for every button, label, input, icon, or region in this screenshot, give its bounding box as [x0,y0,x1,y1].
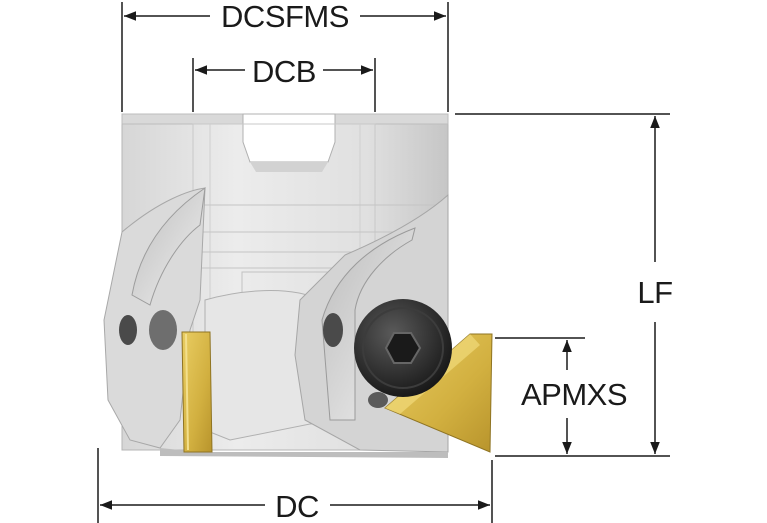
label-dc: DC [275,489,319,523]
coolant-hole-right [323,313,343,347]
relief-hole [368,392,388,408]
left-insert [181,331,213,453]
key-slot [242,113,336,163]
coolant-hole-left [119,315,137,345]
bottom-chamfer [160,448,448,458]
left-pocket [131,186,206,306]
label-dcb: DCB [252,54,316,89]
clamp-screw [354,299,452,397]
left-insert-edge [185,333,189,451]
dimension-lines [97,2,670,523]
dimension-labels: DCSFMS DCB LF APMXS DC [221,0,673,523]
screw-rim [362,307,444,389]
key-slot-shade [250,162,328,172]
right-pocket [321,227,416,421]
coolant-hole-left-inner [149,310,177,350]
hex-socket-icon [384,332,422,364]
label-dcsfms: DCSFMS [221,0,349,34]
label-apmxs: APMXS [521,377,627,412]
label-lf: LF [637,275,672,310]
